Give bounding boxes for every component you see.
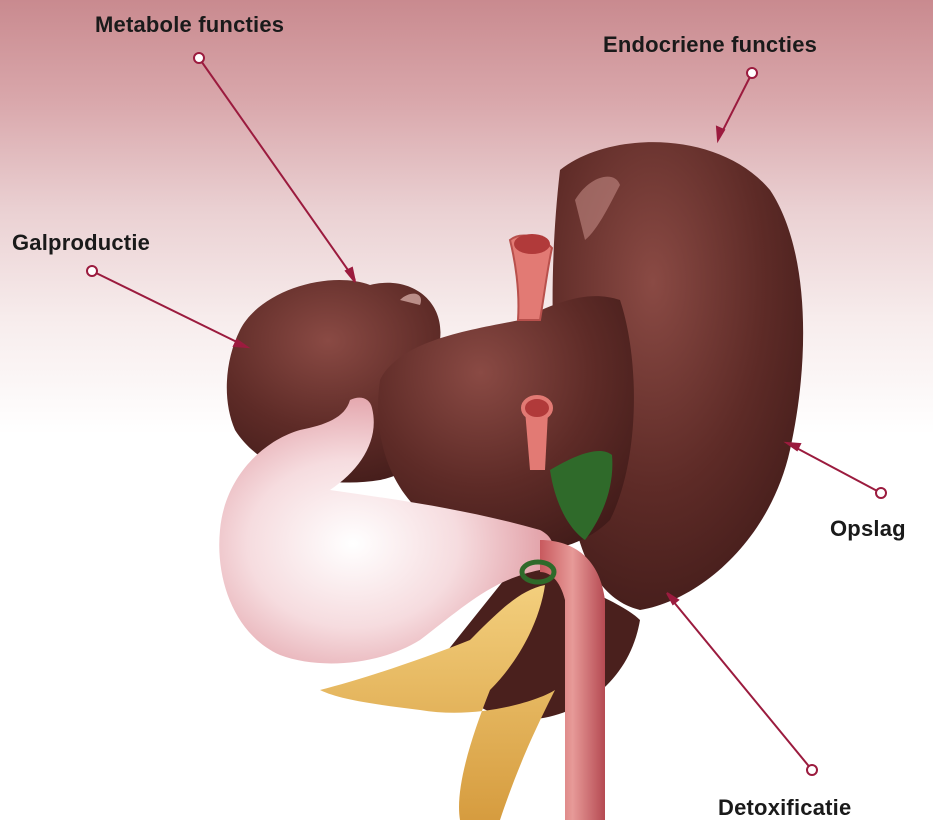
vessel-opening [523, 397, 551, 419]
pointer-metabole [194, 53, 355, 282]
label-detoxificatie: Detoxificatie [718, 795, 851, 821]
label-galproductie: Galproductie [12, 230, 150, 256]
pointer-detoxificatie [667, 593, 817, 775]
pointer-opslag [787, 443, 886, 498]
label-metabole-functies: Metabole functies [95, 12, 284, 38]
label-endocriene-functies: Endocriene functies [603, 32, 817, 58]
pointer-endocriene [717, 68, 757, 140]
aorta-opening [514, 234, 550, 254]
pointer-galproductie [87, 266, 247, 347]
label-opslag: Opslag [830, 516, 906, 542]
